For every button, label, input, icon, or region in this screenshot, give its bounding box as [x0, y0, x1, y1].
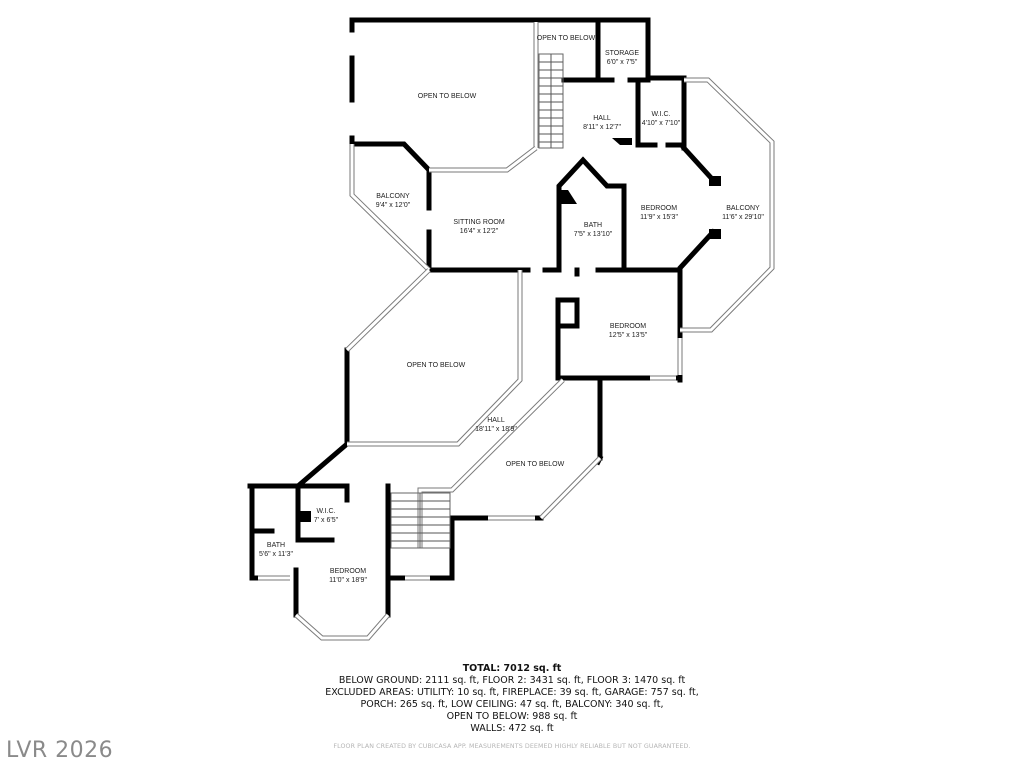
staircases: [390, 53, 564, 549]
room-dimensions: 7' x 6'5": [313, 517, 339, 524]
room-bath-lower: BATH 5'6" x 11'3": [259, 541, 293, 559]
room-name: W.I.C.: [316, 508, 336, 515]
room-dimensions: 7'5" x 13'10": [573, 231, 613, 238]
summary-line-floors: BELOW GROUND: 2111 sq. ft, FLOOR 2: 3431…: [338, 675, 686, 686]
room-dimensions: 11'6" x 29'10": [722, 214, 764, 221]
room-balcony-left: BALCONY 9'4" x 12'0": [376, 192, 411, 210]
room-hall-upper: HALL 8'11" x 12'7": [583, 114, 621, 132]
summary-line-excluded-2: PORCH: 265 sq. ft, LOW CEILING: 47 sq. f…: [360, 699, 664, 710]
room-dimensions: 5'6" x 11'3": [259, 551, 293, 558]
room-name: SITTING ROOM: [453, 219, 505, 226]
room-name: BALCONY: [376, 193, 410, 200]
room-storage: STORAGE 6'0" x 7'5": [605, 49, 639, 67]
walls: [247, 17, 717, 618]
room-name: HALL: [487, 417, 505, 424]
room-name: OPEN TO BELOW: [505, 461, 565, 468]
room-wic-lower: W.I.C. 7' x 6'5": [314, 507, 338, 525]
room-open-to-below-top-stair: OPEN TO BELOW: [537, 34, 595, 43]
room-name: BEDROOM: [609, 323, 647, 330]
room-name: OPEN TO BELOW: [536, 35, 596, 42]
railings-and-windows: [258, 22, 775, 641]
summary-line-open-to-below: OPEN TO BELOW: 988 sq. ft: [446, 711, 578, 722]
room-open-to-below-top-left: OPEN TO BELOW: [418, 92, 476, 101]
room-dimensions: 9'4" x 12'0": [375, 202, 411, 209]
room-dimensions: 8'11" x 12'7": [583, 124, 621, 131]
room-name: STORAGE: [604, 50, 640, 57]
watermark: LVR 2026: [6, 738, 114, 763]
room-hall-middle: HALL 18'11" x 18'9": [475, 416, 517, 434]
room-bath-upper: BATH 7'5" x 13'10": [574, 221, 612, 239]
disclaimer: FLOOR PLAN CREATED BY CUBICASA APP. MEAS…: [333, 743, 691, 750]
room-name: BATH: [266, 542, 286, 549]
summary-line-excluded-1: EXCLUDED AREAS: UTILITY: 10 sq. ft, FIRE…: [325, 687, 699, 698]
room-balcony-right: BALCONY 11'6" x 29'10": [722, 204, 764, 222]
room-name: OPEN TO BELOW: [417, 93, 477, 100]
structural-blocks: [299, 138, 721, 522]
room-name: BALCONY: [726, 205, 760, 212]
room-wic-upper: W.I.C. 4'10" x 7'10": [642, 110, 680, 128]
room-name: BATH: [583, 222, 603, 229]
room-bedroom-upper: BEDROOM 11'9" x 15'3": [640, 204, 678, 222]
room-open-to-below-lower: OPEN TO BELOW: [506, 460, 564, 469]
room-name: W.I.C.: [651, 111, 671, 118]
room-sitting-room: SITTING ROOM 16'4" x 12'2": [453, 218, 504, 236]
room-name: BEDROOM: [640, 205, 678, 212]
room-name: HALL: [593, 115, 611, 122]
room-dimensions: 4'10" x 7'10": [641, 120, 681, 127]
room-name: OPEN TO BELOW: [406, 362, 466, 369]
room-dimensions: 11'9" x 15'3": [640, 214, 678, 221]
room-open-to-below-middle: OPEN TO BELOW: [407, 361, 465, 370]
summary-line-walls: WALLS: 472 sq. ft: [470, 723, 554, 734]
room-dimensions: 6'0" x 7'5": [606, 59, 638, 66]
area-summary: TOTAL: 7012 sq. ft BELOW GROUND: 2111 sq…: [262, 663, 762, 735]
room-dimensions: 16'4" x 12'2": [459, 228, 499, 235]
room-bedroom-middle: BEDROOM 12'5" x 13'5": [609, 322, 647, 340]
room-bedroom-lower: BEDROOM 11'0" x 18'9": [329, 567, 367, 585]
room-dimensions: 12'5" x 13'5": [608, 332, 648, 339]
room-dimensions: 18'11" x 18'9": [475, 426, 517, 433]
room-dimensions: 11'0" x 18'9": [329, 577, 367, 584]
total-area: TOTAL: 7012 sq. ft: [462, 663, 562, 674]
room-name: BEDROOM: [329, 568, 367, 575]
